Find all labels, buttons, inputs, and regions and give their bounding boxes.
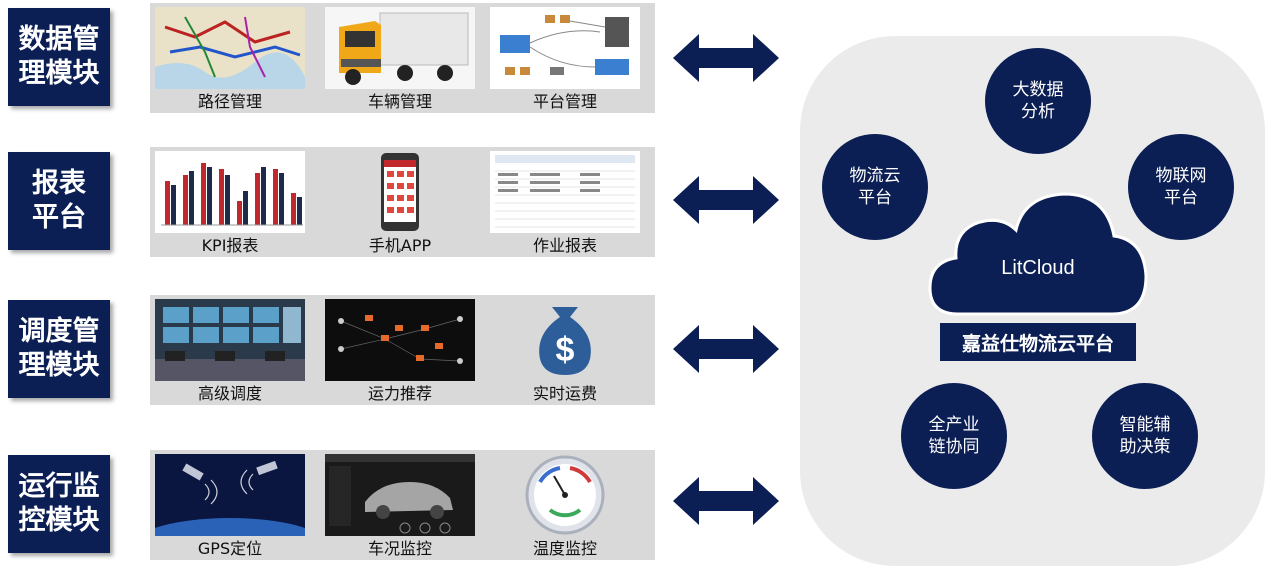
svg-text:$: $ [556, 331, 575, 369]
item-vehicle-condition: 车况监控 [320, 450, 480, 560]
row-panel-data: 路径管理 车辆管理 [150, 3, 655, 113]
item-caption: 运力推荐 [367, 384, 432, 403]
module-label-monitor: 运行监 控模块 [8, 455, 110, 553]
platform-name: 嘉益仕物流云平台 [940, 323, 1136, 361]
item-platform-management: 平台管理 [485, 3, 645, 113]
item-caption: 温度监控 [532, 539, 597, 558]
platform-network-icon [490, 7, 640, 89]
double-arrow-icon [673, 477, 779, 525]
module-label-dispatch: 调度管 理模块 [8, 300, 110, 398]
item-mobile-app: 手机APP [320, 147, 480, 257]
item-vehicle-management: 车辆管理 [320, 3, 480, 113]
double-arrow-icon [673, 34, 779, 82]
control-room-icon [155, 299, 305, 381]
item-caption: 手机APP [368, 236, 432, 255]
item-kpi-report: KPI报表 [150, 147, 310, 257]
module-label-report: 报表 平台 [8, 152, 110, 250]
item-caption: 实时运费 [532, 384, 597, 403]
truck-icon [325, 7, 475, 89]
module-label-data: 数据管 理模块 [8, 8, 110, 106]
item-caption: GPS定位 [197, 539, 263, 558]
satellite-icon [155, 454, 305, 536]
cloud-name: LitCloud [1001, 257, 1075, 279]
item-realtime-freight: $ 实时运费 [485, 295, 645, 405]
item-caption: 平台管理 [532, 92, 597, 111]
item-caption: KPI报表 [201, 236, 259, 255]
item-temperature-monitor: 温度监控 [485, 450, 645, 560]
cloud-icon [928, 192, 1148, 316]
capacity-network-icon [325, 299, 475, 381]
item-caption: 路径管理 [197, 92, 262, 111]
item-caption: 作业报表 [532, 236, 597, 255]
node-industry-chain: 全产业 链协同 [901, 383, 1007, 489]
thermometer-gauge-icon [490, 454, 640, 536]
row-panel-monitor: GPS定位 车况监控 [150, 450, 655, 560]
item-gps-positioning: GPS定位 [150, 450, 310, 560]
route-map-icon [155, 7, 305, 89]
row-panel-dispatch: 高级调度 运力推荐 [150, 295, 655, 405]
node-iot-platform: 物联网 平台 [1128, 134, 1234, 240]
item-caption: 车辆管理 [367, 92, 432, 111]
node-decision-support: 智能辅 助决策 [1092, 383, 1198, 489]
double-arrow-icon [673, 325, 779, 373]
node-big-data: 大数据 分析 [985, 48, 1091, 154]
car-dashboard-icon [325, 454, 475, 536]
double-arrow-icon [673, 176, 779, 224]
bar-chart-icon [155, 151, 305, 233]
item-advanced-dispatch: 高级调度 [150, 295, 310, 405]
row-panel-report: KPI报表 手机APP [150, 147, 655, 257]
item-caption: 高级调度 [197, 384, 262, 403]
report-table-icon [490, 151, 640, 233]
item-operation-report: 作业报表 [485, 147, 645, 257]
item-capacity-recommend: 运力推荐 [320, 295, 480, 405]
money-bag-icon: $ [490, 299, 640, 381]
item-route-management: 路径管理 [150, 3, 310, 113]
phone-app-icon [325, 151, 475, 233]
node-logistics-cloud: 物流云 平台 [822, 134, 928, 240]
item-caption: 车况监控 [367, 539, 432, 558]
